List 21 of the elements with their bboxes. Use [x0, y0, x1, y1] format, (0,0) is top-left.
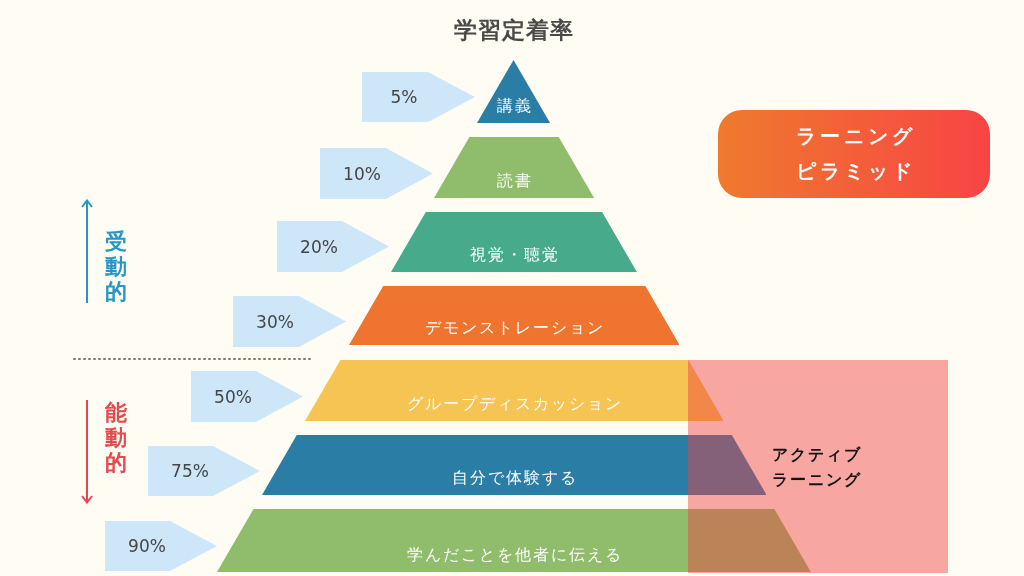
- tier-label: デモンストレーション: [424, 318, 605, 338]
- percentage-label: 50%: [214, 385, 252, 408]
- badge-label: ラーニングピラミッド: [795, 123, 917, 185]
- tier-label: グループディスカッション: [406, 394, 623, 414]
- region-label: アクティブラーニング: [771, 443, 863, 491]
- tier-label: 講義: [496, 96, 533, 116]
- percentage-label: 10%: [343, 162, 381, 185]
- percentage-label: 75%: [171, 460, 209, 482]
- percentage-label: 5%: [390, 86, 418, 108]
- tier-label: 読書: [496, 171, 533, 191]
- highlight-region: [688, 360, 948, 573]
- percentage-label: 90%: [128, 535, 166, 557]
- title-badge: [718, 110, 990, 198]
- diagram-title: 学習定着率: [454, 16, 574, 45]
- side-label: 受動的: [104, 229, 127, 304]
- percentage-label: 30%: [256, 310, 294, 333]
- tier-label: 視覚・聴覚: [469, 245, 560, 265]
- side-label: 能動的: [104, 400, 127, 475]
- tier-label: 学んだことを他者に伝える: [406, 545, 623, 565]
- tier-label: 自分で体験する: [451, 468, 578, 488]
- percentage-label: 20%: [300, 235, 338, 258]
